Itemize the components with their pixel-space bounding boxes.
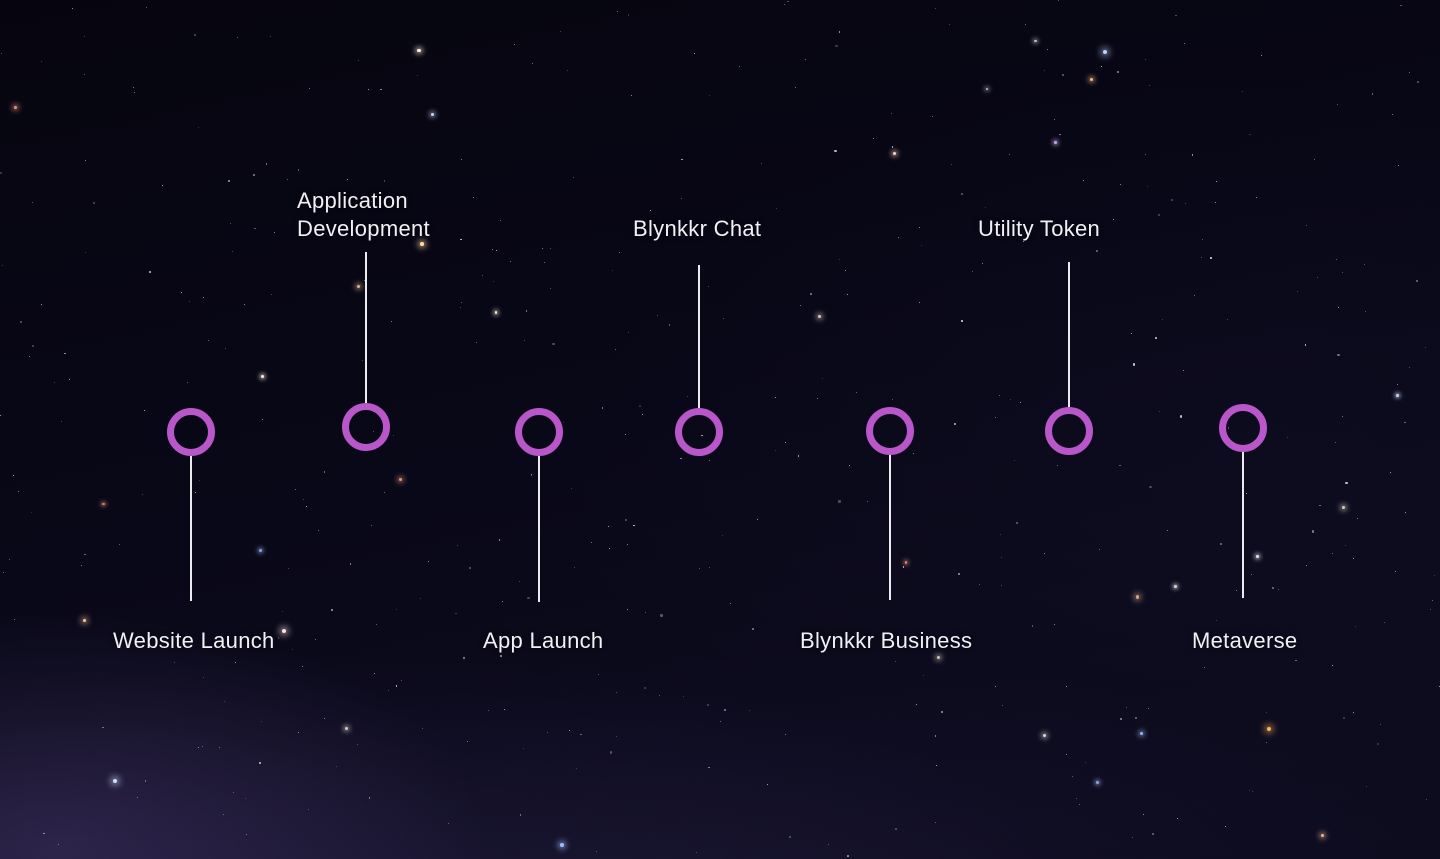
milestone-circle-icon <box>1219 404 1267 452</box>
milestone-connector-line <box>364 252 368 403</box>
milestone-label: Utility Token <box>978 216 1101 241</box>
milestone-connector-line <box>537 456 541 602</box>
milestone-connector-line <box>1067 262 1071 407</box>
milestone-circle-icon <box>675 408 723 456</box>
milestone-label: Blynkkr Chat <box>633 216 762 241</box>
milestone-label: Blynkkr Business <box>800 628 973 653</box>
milestone-circle-icon <box>342 403 390 451</box>
milestone-connector-line <box>1241 452 1245 598</box>
milestone-connector-line <box>697 265 701 408</box>
milestone-label: Application Development <box>297 188 430 241</box>
milestone-circle-icon <box>515 408 563 456</box>
milestone-connector-line <box>189 456 193 601</box>
milestone-label: Website Launch <box>113 628 275 653</box>
milestone-label: App Launch <box>483 628 604 653</box>
milestone-circle-icon <box>866 407 914 455</box>
milestone-connector-line <box>888 455 892 600</box>
milestone-label: Metaverse <box>1192 628 1298 653</box>
milestone-circle-icon <box>1045 407 1093 455</box>
milestone-circle-icon <box>167 408 215 456</box>
